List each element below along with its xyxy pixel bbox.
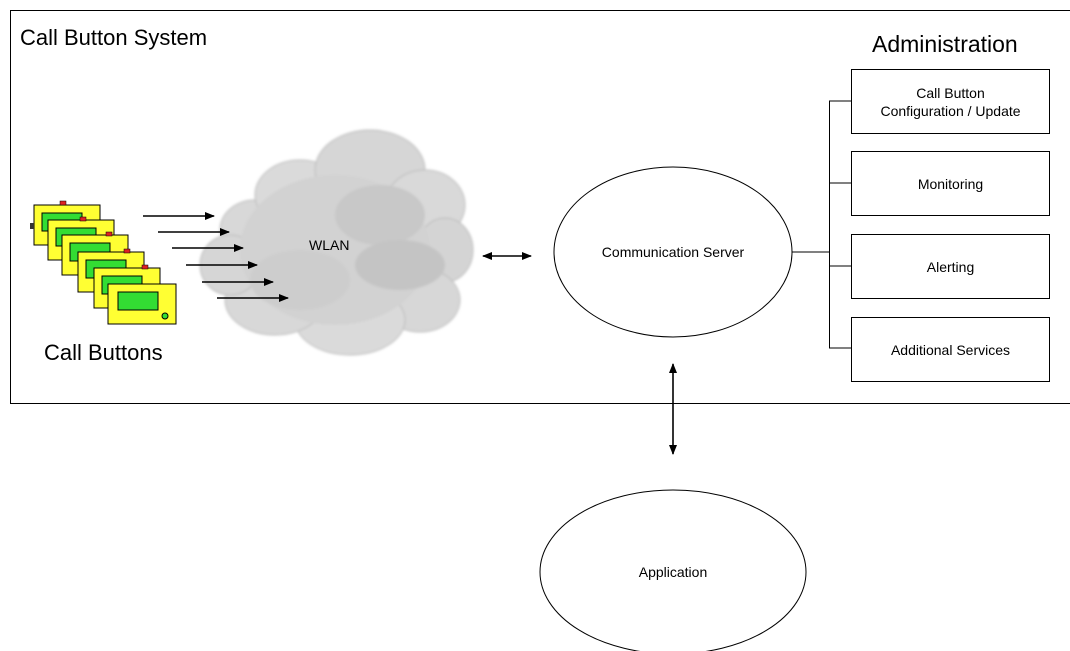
admin-item-label: Configuration / Update xyxy=(880,102,1021,119)
wlan-label: WLAN xyxy=(309,237,350,253)
application-label: Application xyxy=(638,564,708,580)
admin-item-label: Alerting xyxy=(926,258,975,275)
call-buttons-icon xyxy=(30,200,177,325)
wlan-cloud-icon xyxy=(199,129,474,356)
call-buttons-label: Call Buttons xyxy=(44,340,163,365)
admin-item-alerting: Alerting xyxy=(851,234,1050,299)
application-node xyxy=(539,489,807,651)
admin-item-label: Monitoring xyxy=(917,175,984,192)
communication-server-label: Communication Server xyxy=(601,244,745,260)
administration-title: Administration xyxy=(872,31,1018,57)
signal-arrows xyxy=(143,212,289,302)
call-button-system-boundary xyxy=(10,10,1070,404)
system-title: Call Button System xyxy=(20,25,208,50)
admin-item-monitoring: Monitoring xyxy=(851,151,1050,216)
admin-item-label: Additional Services xyxy=(890,341,1011,358)
admin-item-additional-services: Additional Services xyxy=(851,317,1050,382)
admin-item-label: Call Button xyxy=(916,84,985,101)
admin-connectors xyxy=(792,100,851,349)
admin-item-configuration: Call Button Configuration / Update xyxy=(851,69,1050,134)
